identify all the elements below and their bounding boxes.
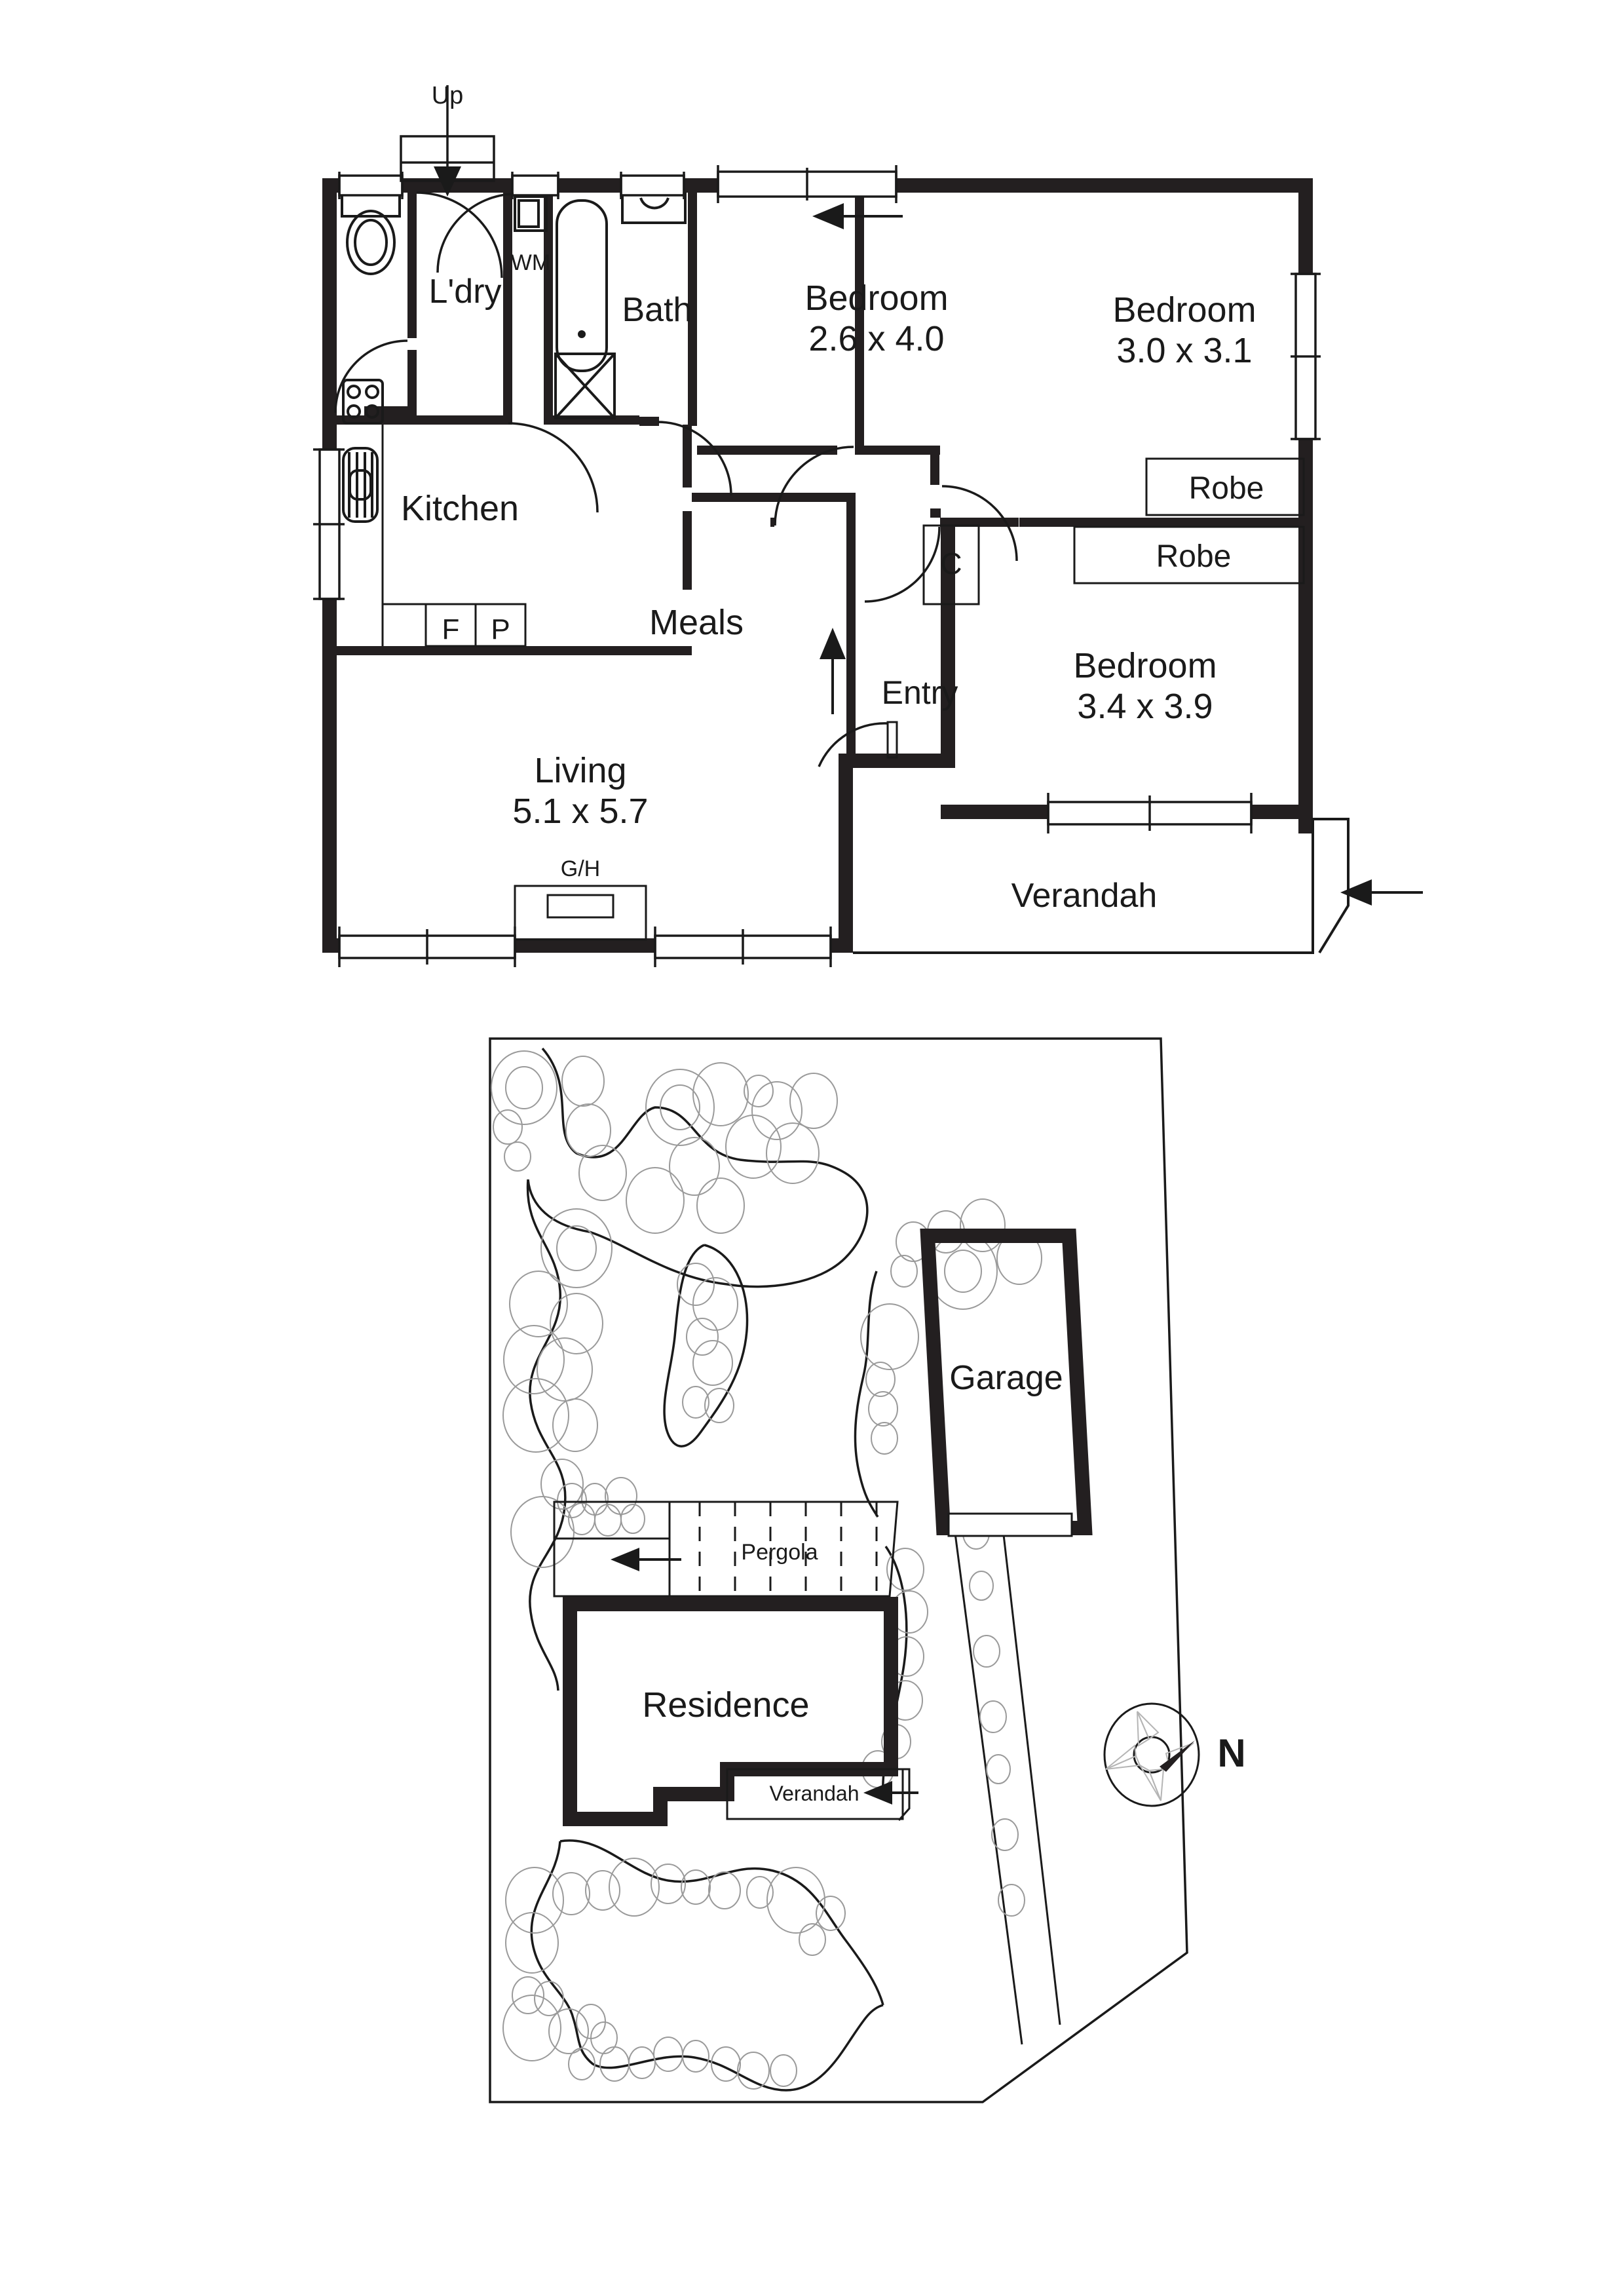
direction-arrows (812, 203, 1423, 906)
room-dim-living: 5.1 x 5.7 (512, 792, 648, 831)
pantry-label: P (491, 613, 510, 645)
site-boundary (489, 1037, 1188, 2103)
wm-label: WM (511, 250, 550, 275)
interior-walls (337, 193, 1308, 761)
room-label-bedroom1: Bedroom (804, 278, 948, 318)
site-label-verandah: Verandah (769, 1782, 859, 1805)
site-label-garage: Garage (949, 1359, 1063, 1397)
garage-door (947, 1512, 1073, 1537)
site-verandah (726, 1768, 918, 1821)
room-label-verandah: Verandah (1011, 877, 1158, 915)
room-label-bedroom2: Bedroom (1112, 290, 1256, 330)
room-dim-bedroom1: 2.6 x 4.0 (808, 319, 944, 358)
room-label-meals: Meals (649, 603, 744, 642)
robe-label-top: Robe (1189, 471, 1264, 506)
up-label: Up (432, 82, 464, 109)
room-labels: L'dry Bath Bedroom 2.6 x 4.0 Bedroom 3.0… (401, 273, 1256, 915)
gas-heater-label: G/H (561, 856, 600, 881)
compass-rose: N (1103, 1702, 1246, 1807)
door-jambs (770, 518, 774, 527)
garden-bed-outlines (526, 1047, 908, 2092)
compass-north-label: N (1217, 1731, 1245, 1775)
pergola-area (553, 1501, 899, 1598)
door-swings (334, 191, 1018, 767)
robe-label-bottom: Robe (1156, 539, 1232, 574)
fridge-label: F (442, 613, 460, 645)
site-plan-drawing: Garage Pergola Residence (489, 1037, 1246, 2103)
site-label-pergola: Pergola (741, 1540, 818, 1565)
fixture-labels: WM F P G/H C Robe Robe (442, 250, 1264, 881)
room-label-kitchen: Kitchen (401, 489, 519, 528)
floor-plan-drawing: Up L'dry Bath Bedroom 2.6 x 4.0 Bedroom (313, 82, 1423, 967)
room-label-bedroom3: Bedroom (1073, 646, 1217, 685)
room-label-living: Living (534, 751, 626, 790)
cupboard-label: C (940, 546, 962, 581)
windows (313, 165, 1321, 967)
stair-up-symbol (400, 85, 495, 197)
garage-footprint (920, 1229, 1093, 1537)
room-dim-bedroom3: 3.4 x 3.9 (1077, 687, 1213, 726)
driveway (953, 1523, 1061, 2045)
room-label-entry: Entry (882, 674, 958, 711)
room-dim-bedroom2: 3.0 x 3.1 (1116, 331, 1252, 370)
site-label-residence: Residence (642, 1685, 809, 1725)
room-label-bath: Bath (622, 291, 692, 329)
verandah-outline (853, 818, 1350, 954)
room-label-ldry: L'dry (428, 273, 501, 311)
fixtures (341, 191, 1305, 941)
